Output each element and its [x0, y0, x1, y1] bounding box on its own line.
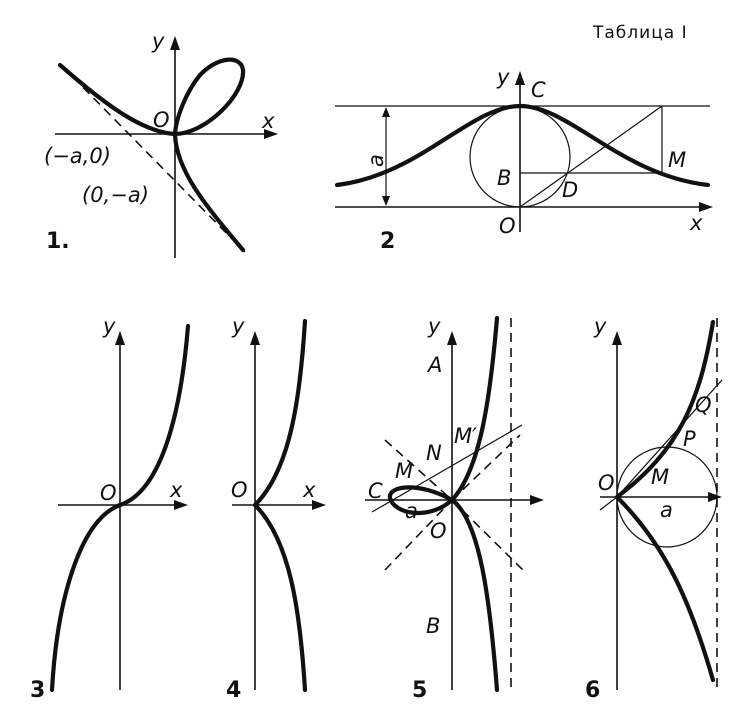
fig5-dashed-line-lower-left — [384, 499, 453, 571]
fig1-x-arrow — [264, 129, 278, 139]
fig2-label-y: y — [496, 65, 510, 89]
fig1-label-point-b: (0,−a) — [82, 183, 149, 207]
fig6-label-m: M — [651, 465, 669, 489]
fig5-dashed-line-upper-right — [451, 434, 521, 501]
fig5-strophoid-curve — [387, 315, 500, 693]
fig1-label-point-a: (−a,0) — [44, 144, 111, 168]
fig6-label-q: Q — [695, 393, 712, 417]
fig5-label-b-lower: B — [426, 614, 440, 638]
fig2-label-c: C — [531, 78, 546, 102]
fig6-label-p: P — [683, 427, 696, 451]
fig4-x-arrow — [312, 500, 326, 510]
fig3-label-origin: O — [100, 481, 117, 505]
figure-5: y A N M′ M C a O B 5 — [365, 314, 544, 703]
figure-4: y O x 4 — [226, 314, 326, 703]
fig3-label-x: x — [169, 478, 183, 502]
fig4-label-y: y — [231, 314, 245, 338]
fig3-label-y: y — [102, 314, 116, 338]
fig6-ray-line — [616, 379, 723, 498]
fig5-label-a: a — [405, 499, 418, 523]
fig5-label-a-upper: A — [426, 353, 442, 377]
fig2-number: 2 — [380, 229, 395, 254]
fig2-dim-arrow-bottom — [382, 196, 390, 206]
fig6-cissoid-curve — [614, 319, 716, 683]
fig2-witch-curve — [334, 103, 711, 188]
figure-6: y O M P Q a 6 — [585, 314, 723, 703]
fig5-x-arrow — [530, 495, 544, 505]
table-title: Таблица I — [592, 23, 688, 43]
fig6-label-a: a — [660, 498, 673, 522]
fig5-secant-line — [371, 424, 523, 513]
fig2-y-arrow — [515, 71, 525, 85]
fig2-label-x: x — [689, 211, 703, 235]
fig2-x-arrow — [699, 202, 713, 212]
figure-3: y O x 3 — [30, 314, 191, 703]
fig2-label-d: D — [562, 178, 578, 202]
fig2-label-b: B — [497, 166, 511, 190]
fig2-label-origin: O — [499, 214, 516, 238]
fig2-label-a: a — [364, 154, 388, 167]
fig2-secant-line — [519, 105, 663, 208]
fig5-label-y: y — [427, 314, 441, 338]
fig4-y-arrow — [250, 331, 260, 345]
fig5-label-m: M — [395, 459, 413, 483]
fig3-x-arrow — [174, 500, 188, 510]
figure-2: y C B D M O x a 2 — [334, 65, 713, 254]
fig5-label-origin: O — [430, 519, 447, 543]
fig1-folium-curve — [57, 57, 246, 253]
fig6-label-y: y — [593, 314, 607, 338]
fig6-y-arrow — [612, 331, 622, 345]
fig5-label-m-prime: M′ — [454, 424, 477, 448]
fig3-y-arrow — [115, 331, 125, 345]
fig6-number: 6 — [585, 678, 600, 703]
fig6-x-arrow — [708, 492, 722, 502]
fig4-label-x: x — [302, 478, 316, 502]
fig1-label-x: x — [261, 109, 275, 133]
fig5-number: 5 — [412, 678, 427, 703]
fig3-curve — [49, 323, 191, 693]
fig1-label-y: y — [151, 29, 165, 53]
figure-1: y x O (−a,0) (0,−a) 1. — [44, 29, 278, 258]
fig1-label-origin: O — [153, 108, 170, 132]
fig2-dim-arrow-top — [382, 107, 390, 117]
fig1-number: 1. — [46, 229, 70, 254]
fig4-label-origin: O — [231, 478, 248, 502]
fig4-number: 4 — [226, 678, 241, 703]
fig3-number: 3 — [30, 678, 45, 703]
fig1-asymptote — [61, 65, 246, 253]
fig5-label-n: N — [426, 441, 442, 465]
fig5-y-arrow — [447, 331, 457, 345]
fig1-y-arrow — [170, 36, 180, 50]
fig2-label-m: M — [668, 148, 686, 172]
fig6-ray-extension — [599, 496, 618, 511]
fig4-curve — [252, 318, 308, 693]
fig5-label-c: C — [368, 479, 383, 503]
fig6-label-origin: O — [598, 471, 615, 495]
